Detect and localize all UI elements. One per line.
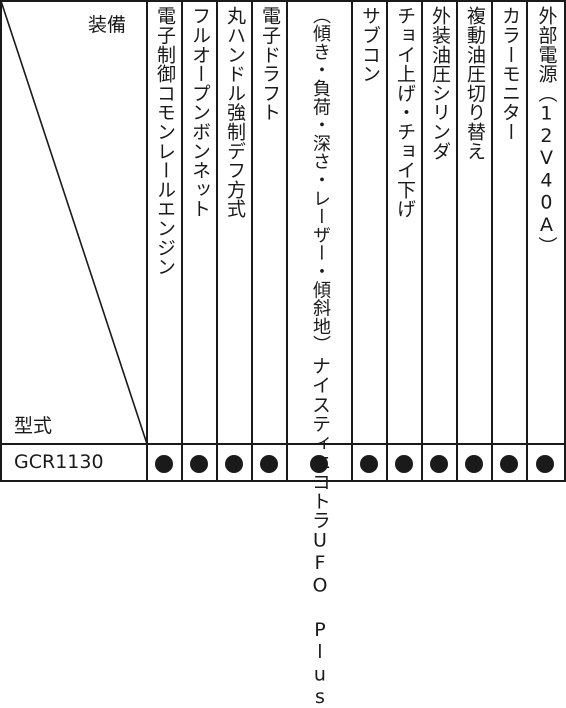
equipped-mark: ● <box>310 455 328 473</box>
equipped-mark: ● <box>395 455 413 473</box>
equipped-mark: ● <box>260 455 278 473</box>
column-divider <box>181 0 183 482</box>
equipped-mark: ● <box>155 455 173 473</box>
table-frame <box>0 0 566 482</box>
column-divider <box>146 0 148 482</box>
corner-diagonal <box>0 0 148 445</box>
column-header-label: サブコン <box>358 6 381 84</box>
column-header: 電子ドラフト <box>253 6 286 122</box>
corner-label-model: 型式 <box>14 415 53 437</box>
column-header: ナイスティエコトラUFO Plus （傾き・負荷・深さ・レーザー・傾斜地） <box>288 6 351 708</box>
column-header: 丸ハンドル強制デフ方式 <box>218 6 251 218</box>
column-header: フルオープンボンネット <box>183 6 216 218</box>
equipped-mark: ● <box>500 455 518 473</box>
column-header: 電子制御コモンレールエンジン <box>148 6 181 276</box>
column-header: 複動油圧切り替え <box>458 6 491 160</box>
column-header-label: 電子制御コモンレールエンジン <box>153 6 176 277</box>
column-header: サブコン <box>353 6 386 83</box>
equipped-mark: ● <box>190 455 208 473</box>
column-header-label: 外装油圧シリンダ <box>428 6 451 161</box>
column-header-label: ナイスティエコトラUFO Plus （傾き・負荷・深さ・レーザー・傾斜地） <box>308 6 331 708</box>
column-divider <box>526 0 528 482</box>
row-divider <box>0 443 566 445</box>
equipped-mark: ● <box>536 455 554 473</box>
column-divider <box>456 0 458 482</box>
column-divider <box>491 0 493 482</box>
column-header-label: 丸ハンドル強制デフ方式 <box>223 6 246 219</box>
column-header: チョイ上げ・チョイ下げ <box>388 6 421 218</box>
column-header-label: 外部電源（12V40A） <box>535 6 558 256</box>
column-header: 外装油圧シリンダ <box>423 6 456 160</box>
column-divider <box>386 0 388 482</box>
corner-label-equipment: 装備 <box>88 14 127 36</box>
column-header-label: カラーモニター <box>498 6 521 142</box>
column-divider <box>286 0 288 482</box>
column-header: カラーモニター <box>493 6 526 141</box>
column-divider <box>421 0 423 482</box>
equipped-mark: ● <box>225 455 243 473</box>
column-divider <box>351 0 353 482</box>
column-divider <box>251 0 253 482</box>
equipped-mark: ● <box>430 455 448 473</box>
column-header: 外部電源（12V40A） <box>528 6 564 256</box>
column-header-label: チョイ上げ・チョイ下げ <box>393 6 416 219</box>
column-header-line: ナイスティエコトラUFO Plus <box>308 355 331 708</box>
column-header-label: 電子ドラフト <box>258 6 281 122</box>
equipped-mark: ● <box>360 455 378 473</box>
column-header-label: フルオープンボンネット <box>188 6 211 219</box>
column-header-line: （傾き・負荷・深さ・レーザー・傾斜地） <box>309 6 331 354</box>
equipped-mark: ● <box>465 455 483 473</box>
table-row-model: GCR1130 <box>14 451 104 473</box>
column-divider <box>216 0 218 482</box>
column-header-label: 複動油圧切り替え <box>463 6 486 161</box>
